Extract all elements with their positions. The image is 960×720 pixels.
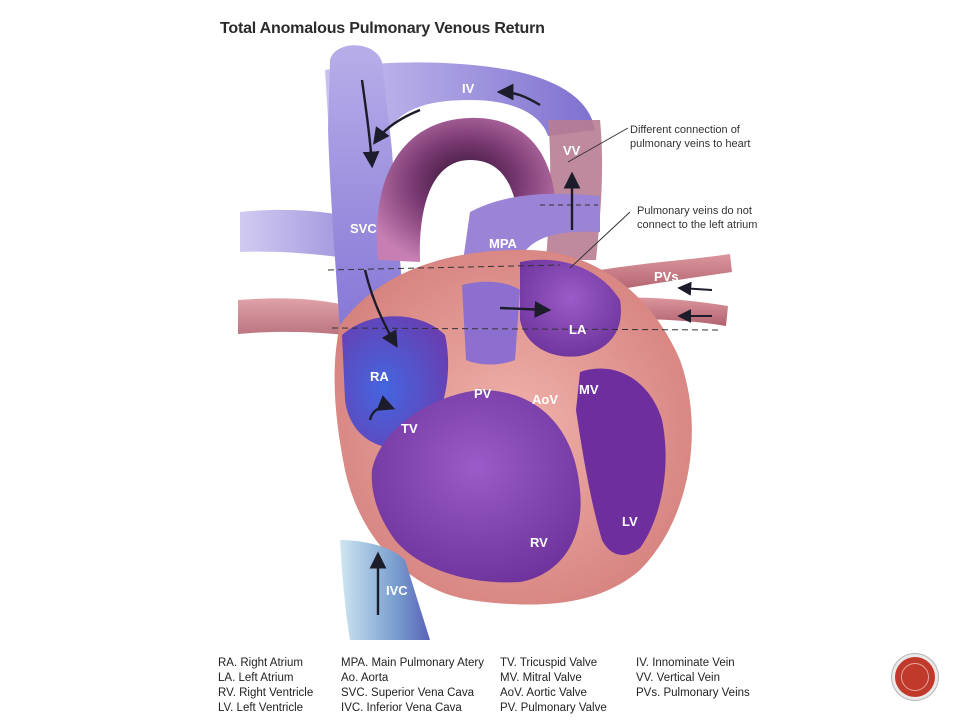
arrow-iv-to-svc (373, 108, 421, 145)
label-ivc: IVC (386, 583, 408, 598)
vertical-vein (546, 120, 603, 260)
figure-title: Total Anomalous Pulmonary Venous Return (220, 20, 545, 37)
label-pvs: PVs (654, 269, 679, 284)
legend-item: IV. Innominate Vein (636, 657, 735, 669)
legend-column: IV. Innominate Vein VV. Vertical Vein PV… (636, 656, 750, 701)
legend-item: PV. Pulmonary Valve (500, 702, 607, 714)
arrow-svc-ra (363, 269, 398, 348)
slide-nav-button[interactable] (895, 657, 935, 697)
legend-item: AoV. Aortic Valve (500, 687, 587, 699)
arrow-to-la (499, 301, 552, 318)
label-svc: SVC (350, 221, 377, 236)
label-ra: RA (370, 369, 389, 384)
callout-not-connect-line1: Pulmonary veins do not (637, 205, 752, 217)
nav-button-ring-icon (901, 663, 929, 691)
label-mpa: MPA (489, 236, 518, 251)
label-aov: AoV (532, 392, 558, 407)
legend-item: LV. Left Ventricle (218, 702, 304, 714)
callout-connection-line1: Different connection of (630, 124, 741, 136)
label-ao: Ao (422, 220, 439, 235)
arrow-svc-down (360, 79, 380, 169)
legend-item: RV. Right Ventricle (218, 687, 314, 699)
legend-column: RA. Right Atrium LA. Left Atrium RV. Rig… (218, 656, 313, 716)
aorta (376, 117, 557, 263)
label-la: LA (569, 322, 587, 337)
right-ventricle (371, 390, 581, 583)
label-iv: IV (462, 81, 475, 96)
legend-item: VV. Vertical Vein (636, 672, 720, 684)
legend-item: PVs. Pulmonary Veins (636, 687, 750, 699)
pulmonary-trunk-interior (462, 281, 520, 365)
inferior-vena-cava (340, 540, 430, 640)
left-ventricle (576, 368, 666, 555)
legend-column: TV. Tricuspid Valve MV. Mitral Valve AoV… (500, 656, 607, 716)
legend-item: LA. Left Atrium (218, 672, 294, 684)
arrow-pvs (677, 281, 713, 296)
legend-item: SVC. Superior Vena Cava (341, 687, 474, 699)
label-mv: MV (579, 382, 599, 397)
pvs-vessels-upper (600, 254, 732, 292)
label-rv: RV (530, 535, 548, 550)
legend-item: RA. Right Atrium (218, 657, 303, 669)
left-lower-branch (238, 298, 355, 336)
callout-connection-line2: pulmonary veins to heart (630, 138, 750, 150)
legend-item: Ao. Aorta (341, 672, 389, 684)
legend-item: IVC. Inferior Vena Cava (341, 702, 462, 714)
label-lv: LV (622, 514, 638, 529)
legend-item: MV. Mitral Valve (500, 672, 582, 684)
label-pv: PV (474, 386, 492, 401)
legend-item: MPA. Main Pulmonary Atery (341, 657, 484, 669)
arrow-innominate (496, 83, 541, 107)
heart-diagram: IV VV SVC Ao MPA PVs LA RA PV AoV MV TV … (238, 45, 757, 640)
left-atrium (520, 259, 621, 357)
legend-column: MPA. Main Pulmonary Atery Ao. Aorta SVC.… (341, 656, 484, 716)
label-tv: TV (401, 421, 418, 436)
callout-not-connect-line2: connect to the left atrium (637, 219, 757, 231)
innominate-vein (325, 62, 595, 150)
label-vv: VV (563, 143, 581, 158)
legend-item: TV. Tricuspid Valve (500, 657, 598, 669)
arrow-ra-curl (368, 395, 396, 421)
